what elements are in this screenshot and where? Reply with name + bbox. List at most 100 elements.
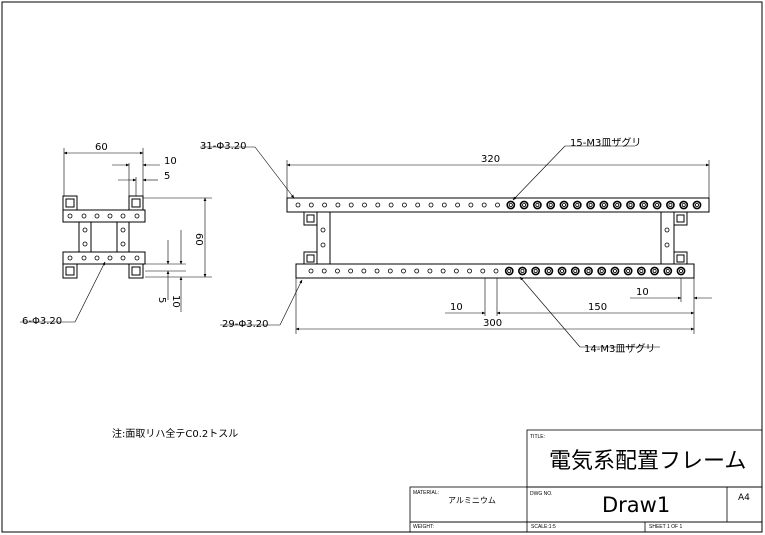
through-hole [335,202,341,208]
title-block [409,429,763,532]
countersink-hole-center [586,268,591,273]
through-hole [428,202,434,208]
countersink-hole [663,266,673,276]
countersink-hole-center [612,268,617,273]
side-view-holes [67,213,140,261]
callout-side-top-holes: 31-Φ3.20 [200,141,246,152]
sheet-number: SHEET 1 OF 1 [649,524,682,530]
dim-bottom-length: 300 [483,318,502,329]
countersink-hole-center [695,202,700,207]
countersink-hole [546,200,556,210]
countersink-hole [610,266,620,276]
countersink-hole [557,266,567,276]
through-hole [495,202,500,208]
callout-bottom-holes: 29-Φ3.20 [222,319,268,330]
countersink-hole-center [562,202,567,207]
countersink-hole-center [508,202,513,207]
dim-side-width: 60 [95,142,108,153]
through-hole [335,268,340,274]
countersink-hole [623,266,633,276]
through-hole [493,268,499,274]
callout-top-countersink: 15-M3皿ザグリ [570,136,641,149]
countersink-hole [572,200,582,210]
countersink-hole-center [665,268,670,273]
countersink-hole-center [599,268,604,273]
countersink-hole [570,266,580,276]
material-label: MATERIAL: [413,490,439,496]
countersink-hole-center [628,202,633,207]
through-hole [374,268,380,274]
countersink-hole-center [560,268,565,273]
through-hole [401,268,406,274]
side-block-tl [62,195,78,211]
countersink-hole [692,200,702,210]
dim-side-height: 60 [193,233,204,246]
countersink-hole-center [615,202,620,207]
through-hole [295,202,301,208]
dim-side-v10: 10 [170,295,181,308]
countersink-hole [626,200,635,210]
through-hole [322,202,328,208]
side-block-br [128,263,144,279]
through-hole [468,202,474,208]
through-hole [455,202,461,208]
side-left-post [78,221,92,253]
through-hole [481,202,487,208]
through-hole [415,202,421,208]
through-hole [414,268,420,274]
front-top-rail [286,197,710,213]
sheet-size: A4 [738,493,750,503]
countersink-hole-center [639,268,644,273]
material-value: アルミニウム [448,496,496,505]
countersink-hole-center [520,268,525,273]
through-hole [388,202,394,208]
side-right-post [116,221,130,253]
countersink-hole [586,200,595,210]
countersink-hole [652,200,662,210]
countersink-hole [639,200,649,210]
through-hole [362,202,367,208]
countersink-hole-center [588,202,593,207]
dim-side-v5: 5 [156,297,167,303]
chamfer-note: 注:面取リハ全テC0.2トスル [112,427,238,440]
front-right-post [660,211,675,265]
dim-side-offset-10: 10 [164,156,177,167]
countersink-hole-center [533,268,538,273]
countersink-hole-center [548,202,553,207]
countersink-hole [559,200,569,210]
countersink-hole [679,200,689,210]
countersink-hole-center [679,268,684,273]
countersink-hole-center [641,202,646,207]
countersink-hole [531,266,541,276]
through-hole [427,268,433,274]
dim-bottom-left-offset: 10 [450,302,463,313]
countersink-hole [504,266,514,276]
countersink-hole [636,266,646,276]
dwg-no-value: Draw1 [602,493,670,517]
countersink-hole [612,200,622,210]
countersink-hole-center [601,202,606,207]
countersink-hole [519,200,529,210]
through-hole [308,268,314,274]
countersink-hole-center [575,202,580,207]
title-label: TITLE: [530,434,545,440]
through-hole [453,268,459,274]
dwg-no-label: DWG NO. [530,491,553,497]
through-hole [467,268,472,274]
front-top-holes [295,200,702,210]
countersink-hole [518,266,527,276]
front-bottom-rail [295,263,695,279]
countersink-hole [599,200,609,210]
countersink-hole-center [626,268,631,273]
through-hole [401,202,407,208]
through-hole [375,202,381,208]
front-left-post [316,211,331,265]
countersink-hole-center [655,202,660,207]
side-block-bl [62,263,78,279]
through-hole [440,268,446,274]
countersink-hole-center [535,202,540,207]
countersink-hole [650,266,659,276]
countersink-hole [666,200,675,210]
through-hole [387,268,393,274]
